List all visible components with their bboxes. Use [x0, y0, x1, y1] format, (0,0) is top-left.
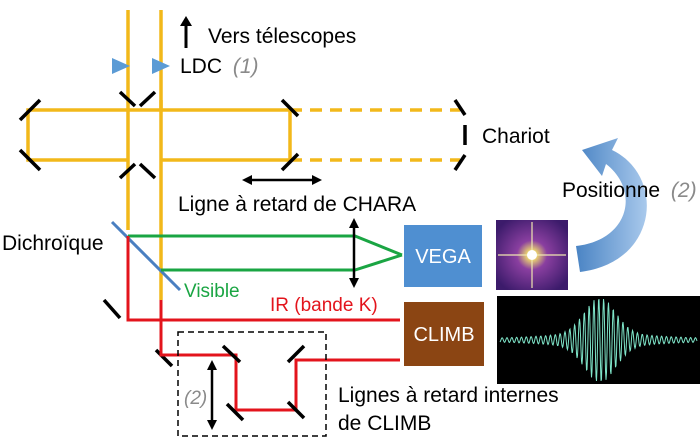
climb-label: CLIMB [413, 324, 474, 346]
internal-delay-mirrors [221, 344, 306, 422]
internal-delay-ref: (2) [184, 388, 207, 409]
ir-beams [126, 236, 400, 412]
positionne-text: Positionne [562, 179, 660, 202]
speckle-image [496, 220, 568, 290]
mirrors [18, 90, 467, 368]
vers-telescopes-label: Vers télescopes [208, 25, 356, 48]
telescope-beams [26, 10, 292, 300]
dichroic-mirror [110, 220, 182, 292]
ir-label: IR (bande K) [270, 295, 378, 316]
ldc-prisms [112, 58, 170, 74]
vega-box [404, 225, 482, 287]
ldc-ref: (1) [233, 55, 259, 78]
ligne-chara-label: Ligne à retard de CHARA [178, 193, 416, 216]
vega-focus-double-arrow-icon [349, 218, 359, 288]
dichroique-label: Dichroïque [2, 232, 104, 255]
positionne-curved-arrow-icon [576, 138, 647, 272]
chariot-dashed-path [290, 108, 460, 162]
ldc-text: LDC [180, 55, 222, 78]
climb-box [404, 302, 484, 366]
climb-internal-delay-box [177, 331, 327, 437]
positionne-label: Positionne (2) [562, 179, 697, 202]
chara-delay-double-arrow-icon [242, 175, 322, 185]
up-arrow-icon [180, 16, 192, 48]
vega-label: VEGA [415, 246, 471, 268]
chariot-label: Chariot [482, 125, 550, 148]
visible-label: Visible [184, 281, 240, 302]
ldc-label: LDC (1) [180, 55, 259, 78]
internal-delay-double-arrow-icon [207, 360, 217, 430]
lignes-internes-label-2: de CLIMB [338, 412, 431, 435]
visible-beams [128, 234, 403, 272]
lignes-internes-label-1: Lignes à retard internes [338, 384, 559, 407]
positionne-ref: (2) [671, 179, 697, 202]
fringe-packet-image [497, 296, 700, 384]
